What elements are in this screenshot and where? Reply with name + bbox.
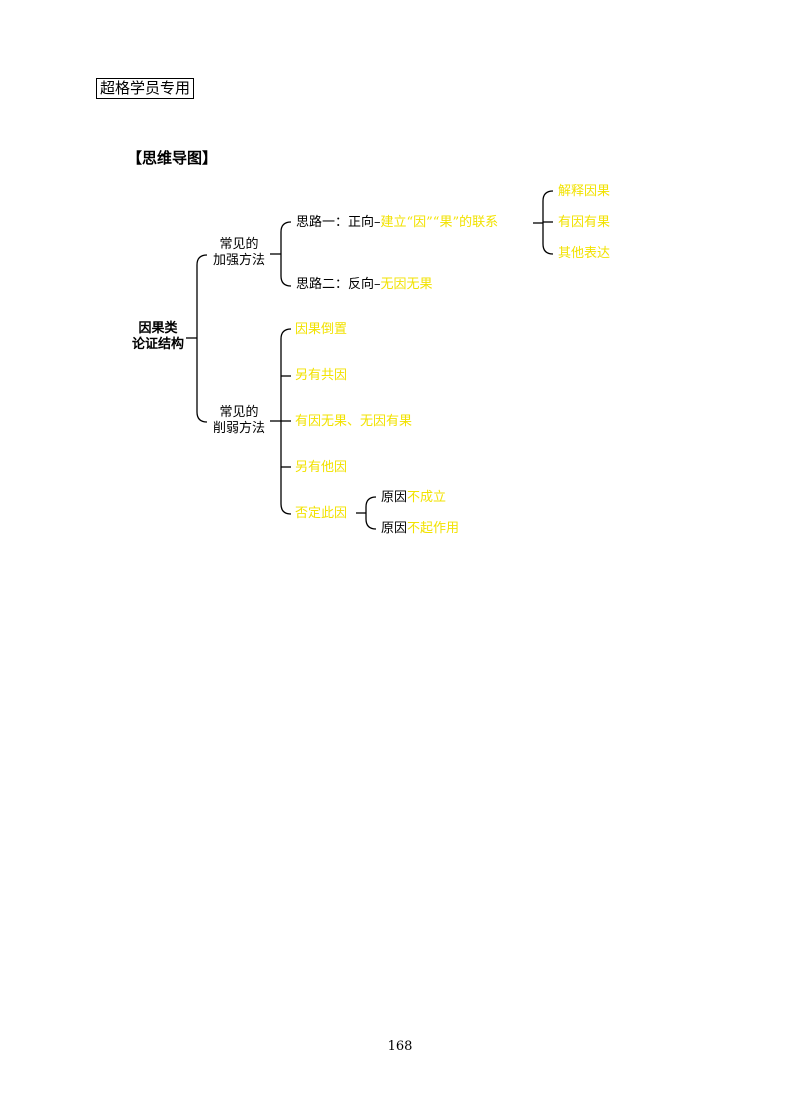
deny-cause-invalid: 原因不成立 bbox=[381, 491, 446, 504]
strengthen-line2: 加强方法 bbox=[212, 253, 265, 268]
deny-cause-invalid-prefix: 原因 bbox=[381, 490, 408, 505]
weaken-item-common-cause: 另有共因 bbox=[295, 368, 348, 383]
root-line1: 因果类 bbox=[138, 321, 178, 336]
weaken-node: 常见的 削弱方法 bbox=[208, 406, 270, 435]
idea1-highlight: 建立“因”“果”的联系 bbox=[380, 215, 499, 230]
deny-cause-ineffective: 原因不起作用 bbox=[381, 522, 459, 535]
deny-cause-ineffective-prefix: 原因 bbox=[381, 521, 408, 536]
idea2-prefix: 思路二：反向– bbox=[296, 277, 381, 292]
idea1-child-other: 其他表达 bbox=[558, 246, 611, 261]
strengthen-line1: 常见的 bbox=[219, 237, 259, 252]
root-line2: 论证结构 bbox=[131, 337, 184, 352]
root-node: 因果类 论证结构 bbox=[128, 322, 188, 351]
section-title: 【思维导图】 bbox=[127, 149, 218, 167]
page-number: 168 bbox=[387, 1039, 413, 1054]
weaken-line2: 削弱方法 bbox=[212, 421, 265, 436]
weaken-line1: 常见的 bbox=[219, 405, 259, 420]
weaken-item-deny-cause: 否定此因 bbox=[295, 506, 348, 521]
weaken-item-other-cause: 另有他因 bbox=[295, 460, 348, 475]
header-badge: 超格学员专用 bbox=[96, 78, 195, 99]
idea1-prefix: 思路一：正向– bbox=[296, 215, 381, 230]
weaken-item-reverse: 因果倒置 bbox=[295, 322, 348, 337]
strengthen-idea2: 思路二：反向–无因无果 bbox=[296, 278, 433, 291]
idea1-child-cause-effect: 有因有果 bbox=[558, 215, 611, 230]
idea1-child-explain: 解释因果 bbox=[558, 184, 611, 199]
weaken-item-cause-no-effect: 有因无果、无因有果 bbox=[295, 414, 413, 429]
strengthen-idea1: 思路一：正向–建立“因”“果”的联系 bbox=[296, 216, 498, 229]
deny-cause-invalid-highlight: 不成立 bbox=[407, 490, 447, 505]
idea2-highlight: 无因无果 bbox=[380, 277, 433, 292]
deny-cause-ineffective-highlight: 不起作用 bbox=[407, 521, 460, 536]
strengthen-node: 常见的 加强方法 bbox=[208, 238, 270, 267]
